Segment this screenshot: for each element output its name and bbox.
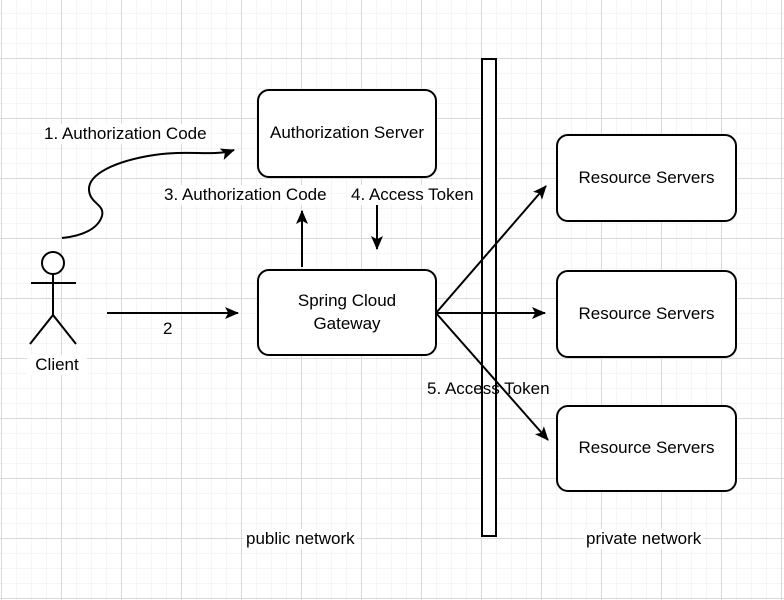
edge-label-step3: 3. Authorization Code <box>162 185 329 205</box>
client-actor-icon <box>29 251 77 345</box>
edge-label-step2: 2 <box>161 319 175 339</box>
edge-label-step4: 4. Access Token <box>349 185 476 205</box>
node-spring-cloud-gateway-label: Spring Cloud Gateway <box>297 291 397 333</box>
zone-label-private-network: private network <box>584 529 704 549</box>
network-boundary-bar <box>481 58 497 537</box>
node-authorization-server: Authorization Server <box>257 89 437 178</box>
node-resource-servers-3: Resource Servers <box>556 405 737 492</box>
edge-label-step1: 1. Authorization Code <box>42 124 209 144</box>
edge-label-step5: 5. Access Token <box>427 379 550 398</box>
node-resource-servers-1-label: Resource Servers <box>578 167 715 187</box>
node-spring-cloud-gateway: Spring Cloud Gateway <box>257 269 437 356</box>
node-resource-servers-1: Resource Servers <box>556 134 737 222</box>
zone-label-public-network: public network <box>244 529 357 549</box>
node-authorization-server-label: Authorization Server <box>269 123 425 143</box>
node-resource-servers-2-label: Resource Servers <box>578 303 715 323</box>
client-label: Client <box>27 355 87 375</box>
node-resource-servers-3-label: Resource Servers <box>578 438 715 458</box>
node-resource-servers-2: Resource Servers <box>556 270 737 358</box>
